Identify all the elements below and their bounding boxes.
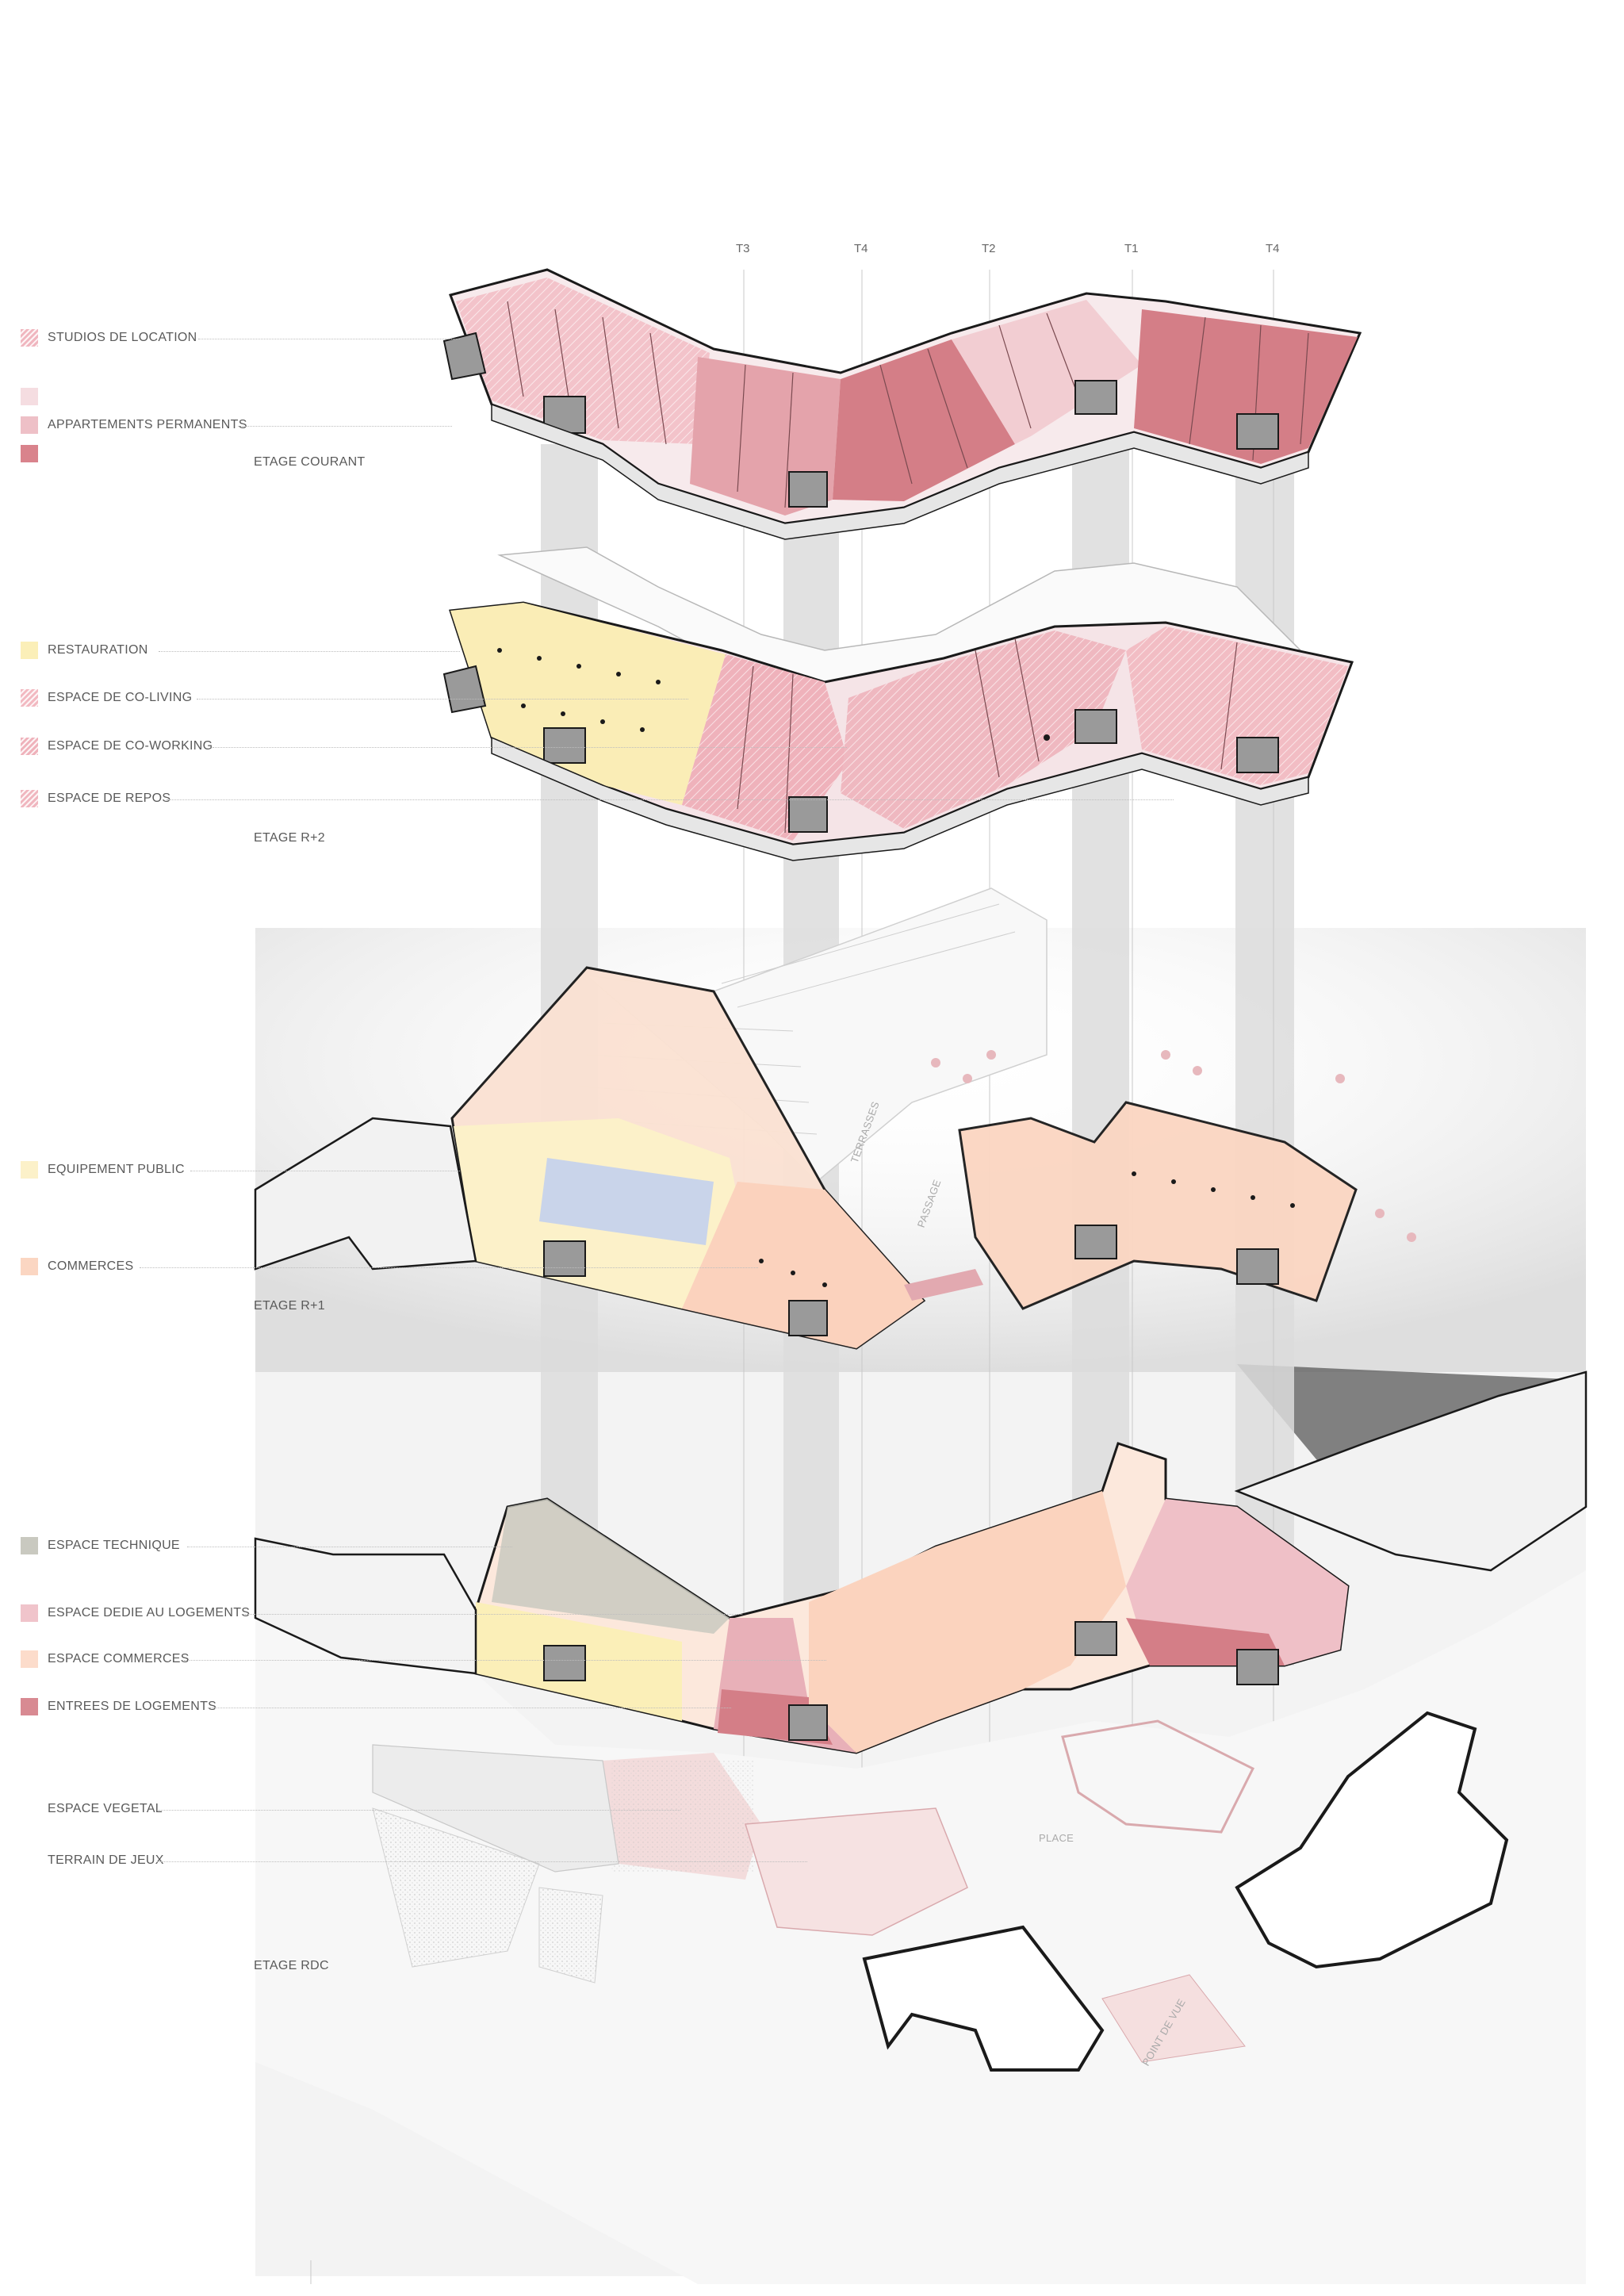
type-label-t3: T3 (736, 242, 750, 255)
legend-label-vegetal: ESPACE VEGETAL (48, 1802, 163, 1815)
legend-swatch-equipement (21, 1161, 38, 1179)
legend-label-coliving: ESPACE DE CO-LIVING (48, 691, 193, 704)
level-name-r2: ETAGE R+2 (254, 831, 325, 845)
legend-label-studios: STUDIOS DE LOCATION (48, 331, 197, 344)
r2-columns (497, 648, 1050, 741)
legend-swatch-technique (21, 1537, 38, 1554)
rdc-point-de-vue (1101, 1974, 1246, 2063)
rdc-place-pattern (1061, 1719, 1255, 1834)
legend-leader-vegetal (157, 1810, 680, 1811)
plan-etage-r2 (442, 546, 1354, 861)
legend-label-technique: ESPACE TECHNIQUE (48, 1539, 180, 1552)
plan-etage-rdc (254, 1370, 1588, 2284)
r1-cores (543, 1225, 1279, 1336)
legend-swatch-appart-dark (21, 445, 38, 462)
r1-equipement-court (539, 1158, 714, 1245)
rdc-vegetal-grain (611, 1761, 753, 1872)
legend-swatch-coworking (21, 738, 38, 755)
legend-label-jeux: TERRAIN DE JEUX (48, 1853, 164, 1867)
legend-swatch-appart-light (21, 388, 38, 405)
legend-swatch-logements (21, 1604, 38, 1622)
legend-leader-commerces-rdc (184, 1660, 826, 1661)
legend-label-restauration: RESTAURATION (48, 643, 148, 657)
legend-swatch-appart-mid (21, 416, 38, 434)
legend-swatch-entrees (21, 1698, 38, 1715)
level-name-courant: ETAGE COURANT (254, 455, 366, 469)
legend-label-repos: ESPACE DE REPOS (48, 792, 171, 805)
rdc-terrain-jeux (745, 1807, 968, 1936)
level-name-rdc: ETAGE RDC (254, 1959, 329, 1972)
type-label-t4-a: T4 (854, 242, 868, 255)
legend-leader-commerces (140, 1267, 758, 1268)
legend-label-commerces-rdc: ESPACE COMMERCES (48, 1652, 190, 1665)
r2-walls (737, 638, 1238, 834)
r1-columns (759, 1171, 1295, 1287)
rdc-west-building (254, 1537, 477, 1675)
plan-etage-r1 (254, 887, 1416, 1350)
legend-label-commerces: COMMERCES (48, 1259, 134, 1273)
courant-edge-thickness (491, 403, 1309, 540)
plan-etage-courant (442, 268, 1362, 540)
r1-stairs (904, 1269, 983, 1301)
r2-restauration (450, 603, 726, 805)
type-label-t2: T2 (982, 242, 996, 255)
legend-leader-logements (243, 1614, 742, 1615)
legend-swatch-commerces (21, 1258, 38, 1275)
rdc-logements-right (1126, 1499, 1348, 1665)
courant-cores (543, 380, 1279, 508)
courant-appart-dark-1 (833, 339, 1015, 501)
rdc-espace-technique (492, 1499, 730, 1634)
legend-leader-coworking (213, 747, 847, 748)
legend-swatch-studios (21, 329, 38, 347)
type-label-t1: T1 (1124, 242, 1139, 255)
level-name-r1: ETAGE R+1 (254, 1299, 325, 1313)
rdc-east-tower (1235, 1711, 1509, 1969)
r1-west-wing (254, 1117, 477, 1271)
courant-bay (442, 332, 487, 381)
legend-label-coworking: ESPACE DE CO-WORKING (48, 739, 213, 753)
courant-walls (507, 301, 1309, 508)
rdc-east-building (1234, 1370, 1588, 1572)
rdc-outer-ground (255, 1554, 1586, 2284)
rdc-south-building (862, 1925, 1105, 2072)
rdc-parking (372, 1744, 619, 1872)
r1-commerces-left (682, 1182, 924, 1348)
legend-swatch-coliving (21, 689, 38, 707)
legend-swatch-restauration (21, 642, 38, 659)
r2-bay (442, 665, 487, 714)
legend-leader-restauration (159, 651, 460, 652)
legend-leader-coliving (197, 699, 688, 700)
rdc-rock-bottom (538, 1887, 603, 1984)
legend-leader-appartements (238, 426, 452, 427)
r2-repos-hatch (1126, 627, 1348, 785)
r2-coworking-hatch (841, 631, 1126, 829)
courant-studios-hatch (456, 278, 710, 444)
r2-edge-thickness (491, 736, 1309, 861)
legend-swatch-repos (21, 790, 38, 807)
annotation-place: PLACE (1039, 1832, 1074, 1844)
legend-swatch-commerces-rdc (21, 1650, 38, 1668)
rdc-rock-left (372, 1807, 540, 1968)
legend-label-equipement: EQUIPEMENT PUBLIC (48, 1163, 185, 1176)
legend-label-appartements: APPARTEMENTS PERMANENTS (48, 418, 247, 431)
rdc-cores (543, 1621, 1279, 1741)
legend-leader-repos (167, 799, 1174, 800)
rdc-commerces-center (809, 1491, 1126, 1753)
type-label-t4-b: T4 (1266, 242, 1280, 255)
courant-appart-light (952, 300, 1142, 444)
legend-leader-jeux (157, 1861, 807, 1862)
r1-tables (931, 1050, 1416, 1242)
legend-label-logements: ESPACE DEDIE AU LOGEMENTS (48, 1606, 251, 1619)
legend-label-entrees: ENTREES DE LOGEMENTS (48, 1700, 217, 1713)
r2-cores (543, 709, 1279, 833)
